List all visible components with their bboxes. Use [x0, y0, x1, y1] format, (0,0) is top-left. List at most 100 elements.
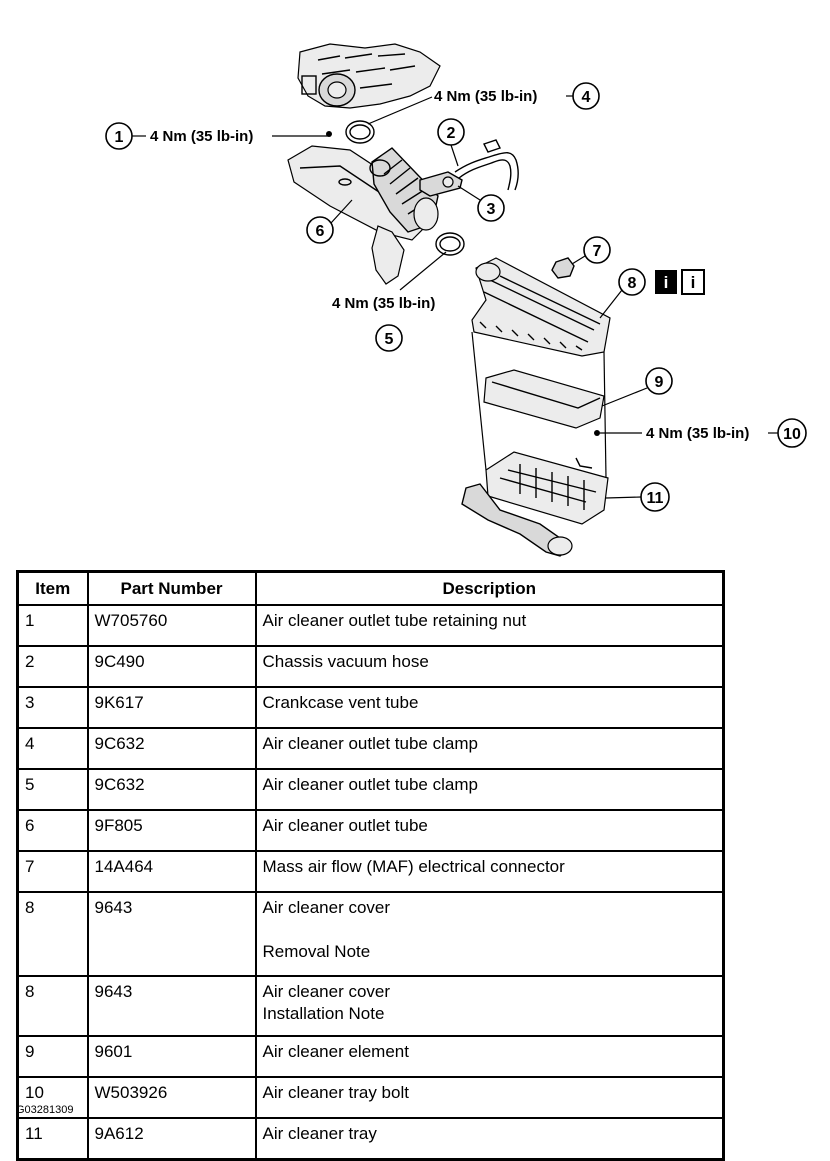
description-cell: Air cleaner outlet tube retaining nut [254, 604, 725, 647]
note-spacer [263, 919, 717, 941]
air-cleaner-tray-illustration [461, 451, 609, 557]
part-number-cell: 9F805 [86, 809, 257, 852]
part-number-cell: 9643 [86, 891, 257, 977]
callout-2: 2 [437, 118, 465, 167]
svg-text:4 Nm (35 lb-in): 4 Nm (35 lb-in) [646, 425, 749, 442]
svg-text:i: i [664, 273, 669, 292]
part-number-cell: 9643 [86, 975, 257, 1037]
description-cell: Air cleaner outlet tube clamp [254, 768, 725, 811]
item-cell: 8 [16, 975, 89, 1037]
callout-10: 4 Nm (35 lb-in) 10 [594, 418, 807, 448]
item-cell: 11 [16, 1117, 89, 1161]
part-number-cell: 14A464 [86, 850, 257, 893]
maf-connector-illustration [551, 257, 575, 279]
assembly-guide-lines [471, 331, 607, 479]
svg-text:8: 8 [628, 275, 637, 292]
callout-4: 4 Nm (35 lb-in) 4 [367, 82, 600, 125]
item-cell: 3 [16, 686, 89, 729]
info-icon[interactable]: i [655, 270, 677, 294]
parts-table: Item Part Number Description 1 W705760 A… [16, 570, 725, 1161]
callout-5: 4 Nm (35 lb-in) 5 [332, 251, 447, 352]
svg-text:4: 4 [582, 89, 591, 106]
part-number-cell: 9C632 [86, 727, 257, 770]
description-cell: Air cleaner outlet tube clamp [254, 727, 725, 770]
item-cell: 1 [16, 604, 89, 647]
svg-text:10: 10 [783, 426, 801, 443]
table-row: 10 W503926 Air cleaner tray bolt [16, 1076, 725, 1119]
svg-text:4 Nm (35 lb-in): 4 Nm (35 lb-in) [434, 88, 537, 105]
item-cell: 2 [16, 645, 89, 688]
svg-text:9: 9 [655, 374, 664, 391]
crankcase-vent-illustration [419, 171, 463, 197]
callout-1: 1 4 Nm (35 lb-in) [105, 122, 332, 150]
description-cell: Chassis vacuum hose [254, 645, 725, 688]
svg-text:2: 2 [447, 125, 456, 142]
table-row: 11 9A612 Air cleaner tray [16, 1117, 725, 1161]
description-cell: Crankcase vent tube [254, 686, 725, 729]
svg-text:11: 11 [647, 490, 664, 507]
svg-text:1: 1 [115, 129, 124, 146]
header-item: Item [16, 570, 89, 606]
header-part-number: Part Number [86, 570, 257, 606]
air-cleaner-cover-illustration [471, 257, 611, 357]
vacuum-hose-illustration [454, 139, 519, 191]
table-row: 7 14A464 Mass air flow (MAF) electrical … [16, 850, 725, 893]
svg-text:7: 7 [593, 243, 602, 260]
clamp-4-illustration [345, 120, 375, 144]
callout-6: 6 [306, 199, 353, 244]
description-text: Air cleaner cover [262, 898, 391, 917]
table-row: 5 9C632 Air cleaner outlet tube clamp [16, 768, 725, 811]
table-row: 8 9643 Air cleaner cover Removal Note [16, 891, 725, 977]
figure-id: G03281309 [16, 1104, 74, 1116]
part-number-cell: W705760 [86, 604, 257, 647]
info-icon[interactable]: i [681, 269, 705, 295]
item-cell: 9 [16, 1035, 89, 1078]
table-row: 4 9C632 Air cleaner outlet tube clamp [16, 727, 725, 770]
clamp-5-illustration [435, 232, 465, 256]
svg-text:4 Nm (35 lb-in): 4 Nm (35 lb-in) [150, 128, 253, 145]
description-cell: Mass air flow (MAF) electrical connector [254, 850, 725, 893]
description-cell: Air cleaner cover Installation Note [254, 975, 725, 1037]
description-cell: Air cleaner cover Removal Note [254, 891, 725, 977]
item-cell: 5 [16, 768, 89, 811]
part-number-cell: 9C490 [86, 645, 257, 688]
exploded-parts-diagram: 1 4 Nm (35 lb-in) 2 3 4 Nm (35 lb-in) 4 … [105, 43, 807, 557]
description-cell: Air cleaner tray bolt [254, 1076, 725, 1119]
table-row: 8 9643 Air cleaner cover Installation No… [16, 975, 725, 1037]
removal-note-link[interactable]: Removal Note [262, 942, 371, 961]
callout-7: 7 [571, 236, 611, 265]
part-number-cell: 9601 [86, 1035, 257, 1078]
svg-text:3: 3 [487, 201, 496, 218]
item-cell: 6 [16, 809, 89, 852]
part-number-cell: W503926 [86, 1076, 257, 1119]
outlet-tube-illustration [369, 147, 439, 233]
svg-text:i: i [691, 273, 696, 292]
header-description: Description [254, 570, 725, 606]
table-row: 9 9601 Air cleaner element [16, 1035, 725, 1078]
description-cell: Air cleaner outlet tube [254, 809, 725, 852]
callout-11: 11 [605, 482, 670, 512]
part-number-cell: 9K617 [86, 686, 257, 729]
table-row: 6 9F805 Air cleaner outlet tube [16, 809, 725, 852]
table-row: 2 9C490 Chassis vacuum hose [16, 645, 725, 688]
table-row: 1 W705760 Air cleaner outlet tube retain… [16, 604, 725, 647]
item-cell: 7 [16, 850, 89, 893]
item-cell: 10 [16, 1076, 89, 1119]
description-cell: Air cleaner tray [254, 1117, 725, 1161]
svg-text:4 Nm (35 lb-in): 4 Nm (35 lb-in) [332, 295, 435, 312]
callout-3: 3 [457, 185, 505, 222]
item-cell: 4 [16, 727, 89, 770]
air-filter-element-illustration [483, 369, 605, 429]
description-text: Air cleaner cover [262, 982, 391, 1001]
item-cell: 8 [16, 891, 89, 977]
callout-8: 8 i i [599, 268, 705, 319]
description-cell: Air cleaner element [254, 1035, 725, 1078]
intake-manifold-illustration [297, 43, 441, 109]
installation-note-link[interactable]: Installation Note [262, 1004, 385, 1023]
table-row: 3 9K617 Crankcase vent tube [16, 686, 725, 729]
table-header-row: Item Part Number Description [16, 570, 725, 606]
svg-text:5: 5 [385, 331, 394, 348]
part-number-cell: 9C632 [86, 768, 257, 811]
svg-text:6: 6 [316, 223, 325, 240]
part-number-cell: 9A612 [86, 1117, 257, 1161]
